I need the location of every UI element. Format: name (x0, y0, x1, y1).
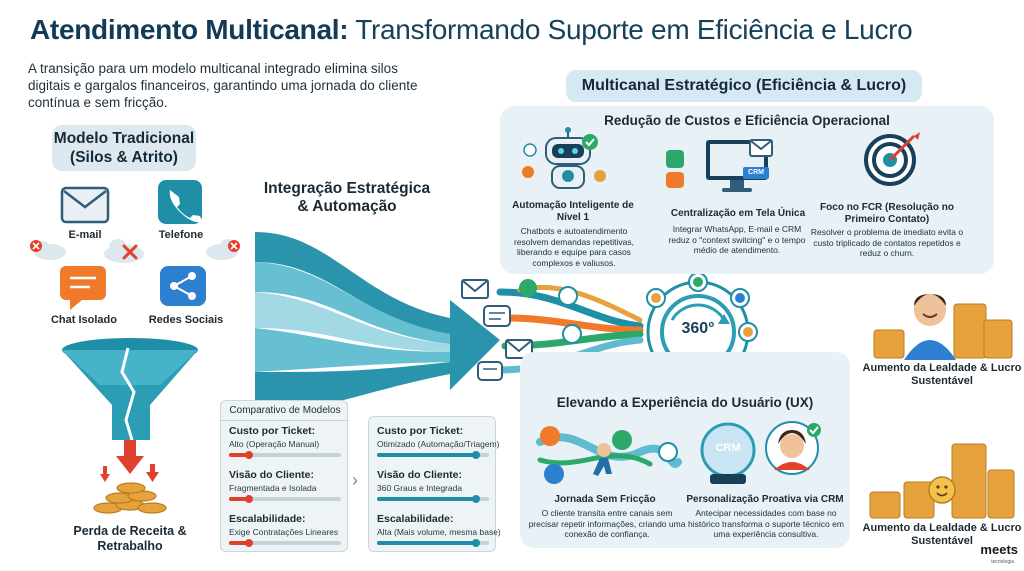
comparison-level-knob (245, 495, 254, 503)
chat-icon (60, 266, 106, 310)
loyalty-illustration-1 (873, 294, 1013, 360)
comparison-level-fill (377, 497, 476, 501)
stream-chat-icon (483, 305, 511, 327)
hub-360-label: 360° (681, 320, 715, 337)
loyalty-label-2: Aumento da Lealdade & Lucro Sustentável (862, 522, 1022, 547)
comparison-level-knob (245, 451, 254, 459)
ux-panel: Elevando a Experiência do Usuário (UX) C… (520, 352, 850, 548)
traditional-outcome: Perda de Receita & Retrabalho (73, 524, 187, 553)
email-icon (60, 186, 110, 224)
feature-desc-personalization: Antecipar necessidades com base no histó… (688, 508, 844, 539)
feature-title-automation: Automação Inteligente de Nível 1 (512, 200, 634, 223)
comparison-arrow-icon: › (352, 470, 358, 490)
coin-pile-icon (93, 482, 167, 514)
stream-email-icon (461, 279, 489, 299)
comparison-level-bar (229, 495, 341, 503)
strategic-title: Multicanal Estratégico (Eficiência & Luc… (566, 70, 922, 102)
coin-stack-icon (873, 303, 1013, 359)
comparison-level-bar (229, 539, 341, 547)
comparison-value: Alta (Mais volume, mesma base) (377, 527, 501, 537)
integration-arrow (255, 232, 500, 414)
channel-label-social: Redes Sociais (148, 314, 224, 326)
comparison-level-bar (377, 539, 489, 547)
broken-funnel-icon (62, 338, 198, 441)
journey-path-icon (536, 426, 682, 484)
email-node-icon (558, 286, 578, 306)
feature-desc-journey: O cliente transita entre canais sem prec… (528, 508, 686, 539)
comparison-value: Fragmentada e Isolada (229, 483, 317, 493)
comparison-level-fill (229, 497, 250, 501)
crm-orb-label: CRM (715, 442, 741, 454)
happy-customer-icon (904, 294, 956, 360)
cost-panel: Redução de Custos e Eficiência Operacion… (500, 106, 994, 274)
robot-icon (522, 127, 606, 189)
chat-node-icon (562, 324, 582, 344)
comparison-label: Custo por Ticket: (377, 425, 464, 437)
comparison-value: Exige Contratações Lineares (229, 527, 339, 537)
smiley-coin-icon (928, 476, 956, 504)
ux-panel-icons (536, 421, 821, 484)
loyalty-label-1: Aumento da Lealdade & Lucro Sustentável (862, 362, 1022, 387)
channel-label-chat: Chat Isolado (50, 314, 117, 326)
coin-stack-icon-2 (869, 443, 1015, 519)
comparison-level-bar (229, 451, 341, 459)
brand-tagline: tecnologia (991, 559, 1014, 565)
broken-link-icon (122, 244, 138, 260)
comparison-label: Custo por Ticket: (229, 425, 316, 437)
comparison-level-fill (377, 453, 476, 457)
comparison-strategic: Custo por Ticket: Otimizado (Automação/Tr… (368, 416, 501, 552)
whatsapp-node-icon (519, 279, 537, 297)
comparison-level-fill (229, 541, 250, 545)
cost-panel-icons (522, 127, 920, 192)
feature-desc-fcr: Resolver o problema de imediato evita o … (810, 227, 964, 258)
stream-chat-icon-2 (477, 361, 503, 381)
comparison-level-knob (471, 539, 480, 547)
comparison-value: Otimizado (Automação/Triagem) (377, 439, 500, 449)
page-title: Atendimento Multicanal: Transformando Su… (30, 14, 913, 46)
comparison-label: Visão do Cliente: (229, 469, 314, 481)
comparison-level-knob (471, 451, 480, 459)
feature-title-centralization: Centralização em Tela Única (670, 208, 806, 219)
comparison-level-knob (471, 495, 480, 503)
target-icon (864, 132, 920, 186)
feature-title-fcr: Foco no FCR (Resolução no Primeiro Conta… (820, 202, 954, 225)
comparison-label: Escalabilidade: (229, 513, 306, 525)
comparison-level-bar (377, 451, 489, 459)
comparison-value: Alto (Operação Manual) (229, 439, 320, 449)
feature-desc-automation: Chatbots e autoatendimento resolvem dema… (513, 226, 634, 268)
single-screen-icon (666, 139, 773, 192)
comparison-value: 360 Graus e Integrada (377, 483, 463, 493)
down-arrow-icon (100, 440, 159, 482)
channel-label-email: E-mail (68, 229, 102, 241)
feature-title-journey: Jornada Sem Fricção (554, 494, 656, 505)
share-icon (160, 266, 206, 306)
comparison-level-bar (377, 495, 489, 503)
feature-title-personalization: Personalização Proativa via CRM (686, 494, 844, 505)
intro-text: A transição para um modelo multicanal in… (28, 61, 418, 110)
crm-orb-icon (700, 422, 756, 484)
brand-logo: meets (980, 542, 1018, 557)
comparison-header: Comparativo de Modelos (221, 405, 349, 421)
title-rest: Transformando Suporte em Eficiência e Lu… (355, 14, 913, 45)
traditional-title: Modelo Tradicional (Silos & Atrito) (52, 125, 196, 171)
phone-icon (158, 180, 202, 224)
cost-panel-title: Redução de Custos e Eficiência Operacion… (604, 113, 890, 128)
feature-desc-centralization: Integrar WhatsApp, E-mail e CRM reduz o … (668, 224, 806, 255)
comparison-level-fill (229, 453, 250, 457)
integration-label: Integração Estratégica & Automação (263, 180, 431, 215)
comparison-traditional: Comparativo de Modelos Custo por Ticket:… (220, 400, 349, 552)
loyalty-illustration-2 (869, 443, 1015, 519)
screen-crm-badge: CRM (743, 167, 769, 179)
ux-panel-title: Elevando a Experiência do Usuário (UX) (556, 395, 814, 410)
comparison-level-fill (377, 541, 476, 545)
title-bold: Atendimento Multicanal: (30, 14, 349, 45)
customer-avatar-icon (765, 421, 821, 475)
comparison-label: Visão do Cliente: (377, 469, 462, 481)
comparison-level-knob (245, 539, 254, 547)
channel-label-phone: Telefone (158, 229, 204, 241)
comparison-label: Escalabilidade: (377, 513, 454, 525)
